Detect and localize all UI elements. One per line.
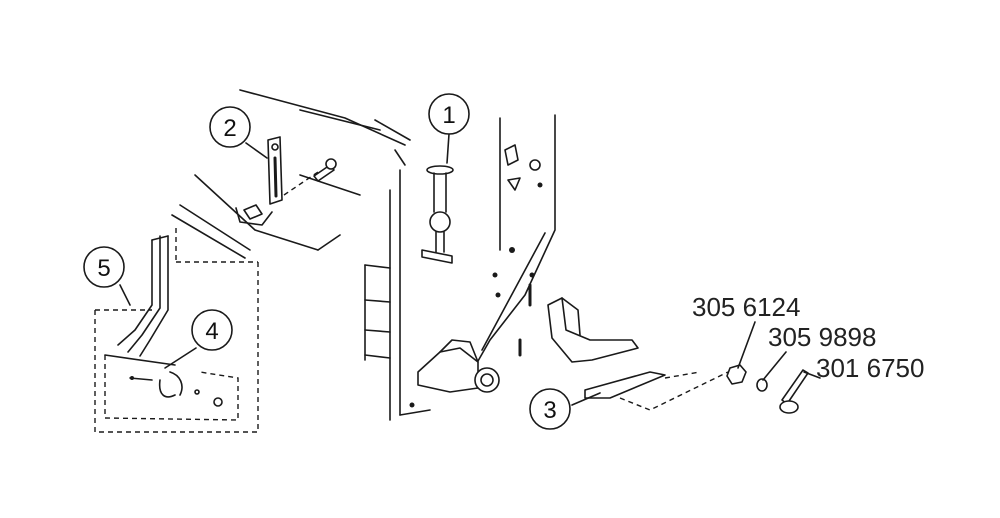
callout-leaders [119, 133, 601, 406]
callout-4-label: 4 [205, 318, 218, 345]
part-5-bracket-assembly [94, 228, 259, 433]
bearing-housing [417, 339, 500, 393]
part-number-nut: 305 6124 [692, 292, 800, 322]
vertical-frame [364, 114, 556, 421]
callout-1-label: 1 [442, 102, 455, 129]
callout-5: 5 [83, 246, 125, 288]
part-number-bolt: 301 6750 [816, 353, 924, 383]
part-1-t-handle [421, 165, 454, 264]
part-3-pedal-bracket [547, 297, 729, 411]
part-number-washer: 305 9898 [768, 322, 876, 352]
callout-2: 2 [209, 106, 251, 148]
bolt-icon [781, 369, 809, 405]
machine-housing [171, 89, 411, 259]
part-2-bracket [235, 136, 337, 226]
nut-icon [726, 364, 747, 385]
callout-4: 4 [191, 309, 233, 351]
washer-icon [756, 378, 768, 392]
callout-2-label: 2 [223, 115, 236, 142]
callout-1: 1 [428, 93, 470, 135]
callout-3-label: 3 [543, 397, 556, 424]
callout-3: 3 [529, 388, 571, 430]
part-number-leaders [737, 321, 821, 381]
callout-5-label: 5 [97, 255, 110, 282]
hardware-set [726, 364, 809, 414]
part-4-plate [104, 354, 239, 421]
